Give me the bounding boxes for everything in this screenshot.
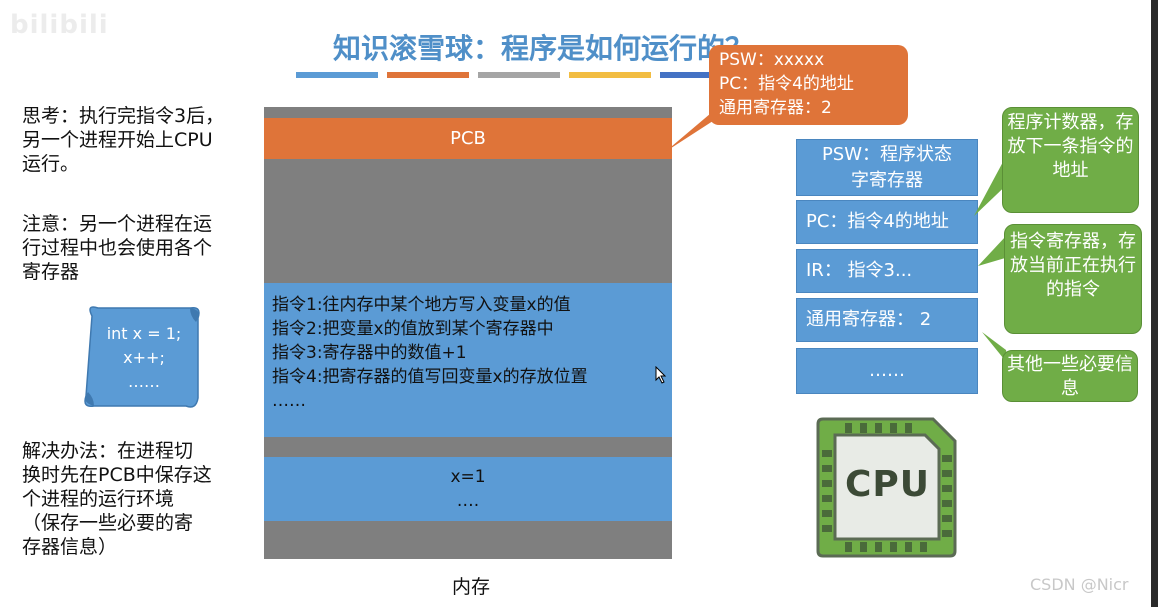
register-other: ……	[796, 348, 978, 394]
title-bar-4	[569, 72, 651, 78]
solution-line: 个进程的运行环境	[22, 488, 175, 510]
title-bar-3	[478, 72, 560, 78]
code-line: ……	[128, 372, 160, 391]
attention-note: 注意：另一个进程在运 行过程中也会使用各个 寄存器	[22, 212, 212, 284]
data-line: x=1	[450, 467, 486, 487]
csdn-watermark: CSDN @Nicr	[1030, 575, 1129, 594]
title-bar-2	[387, 72, 469, 78]
callout-line: PSW：xxxxx	[719, 50, 825, 70]
cpu-label: CPU	[844, 464, 931, 505]
instruction-line: 指令2:把变量x的值放到某个寄存器中	[272, 319, 554, 339]
title-bar-1	[296, 72, 378, 78]
register-psw: PSW：程序状态 字寄存器	[796, 139, 978, 196]
solution-note: 解决办法：在进程切 换时先在PCB中保存这 个进程的运行环境 （保存一些必要的寄…	[22, 439, 212, 559]
register-pc: PC：指令4的地址	[796, 200, 978, 244]
pcb-block: PCB	[264, 118, 672, 159]
slide-title: 知识滚雪球：程序是如何运行的？	[333, 32, 754, 65]
program-instructions: 指令1:往内存中某个地方写入变量x的值 指令2:把变量x的值放到某个寄存器中 指…	[264, 283, 672, 437]
solution-line: （保存一些必要的寄	[22, 512, 194, 534]
cpu-chip-icon	[816, 417, 957, 558]
code-line: x++;	[123, 348, 165, 367]
think-line: 运行。	[22, 153, 80, 175]
think-line: 另一个进程开始上CPU	[22, 129, 213, 151]
pcb-saved-context-callout: PSW：xxxxx PC：指令4的地址 通用寄存器：2	[709, 45, 908, 125]
bilibili-watermark: bilibili	[10, 10, 109, 40]
think-line: 思考：执行完指令3后，	[22, 105, 225, 127]
memory-label: 内存	[452, 576, 491, 598]
instruction-line: 指令3:寄存器中的数值+1	[272, 343, 467, 363]
register-general: 通用寄存器： 2	[796, 298, 978, 342]
callout-line: 通用寄存器：2	[719, 98, 832, 118]
instruction-line: ……	[272, 391, 306, 411]
callout-line: PC：指令4的地址	[719, 74, 854, 94]
pc-explanation-note: 程序计数器，存放下一条指令的地址	[1002, 107, 1139, 213]
instruction-line: 指令4:把寄存器的值写回变量x的存放位置	[272, 367, 588, 387]
data-line: ….	[456, 491, 480, 511]
think-note: 思考：执行完指令3后， 另一个进程开始上CPU 运行。	[22, 104, 224, 176]
register-ir: IR： 指令3...	[796, 249, 978, 293]
note-line: 寄存器	[22, 261, 80, 283]
data-segment: x=1 ….	[264, 457, 672, 521]
ir-explanation-note: 指令寄存器，存放当前正在执行的指令	[1004, 224, 1142, 334]
note-line: 注意：另一个进程在运	[22, 213, 213, 235]
window-edge	[1151, 0, 1158, 607]
mouse-cursor-icon	[655, 366, 667, 384]
scroll-icon	[84, 306, 200, 408]
note-line: 行过程中也会使用各个	[22, 237, 213, 259]
scroll-code: int x = 1; x++; ……	[92, 322, 196, 394]
instruction-line: 指令1:往内存中某个地方写入变量x的值	[272, 295, 571, 315]
code-line: int x = 1;	[106, 324, 182, 343]
title-bar-5	[660, 72, 710, 78]
solution-line: 换时先在PCB中保存这	[22, 464, 212, 486]
solution-line: 解决办法：在进程切	[22, 440, 194, 462]
other-info-note: 其他一些必要信息	[1002, 350, 1138, 402]
solution-line: 存器信息）	[22, 536, 118, 558]
